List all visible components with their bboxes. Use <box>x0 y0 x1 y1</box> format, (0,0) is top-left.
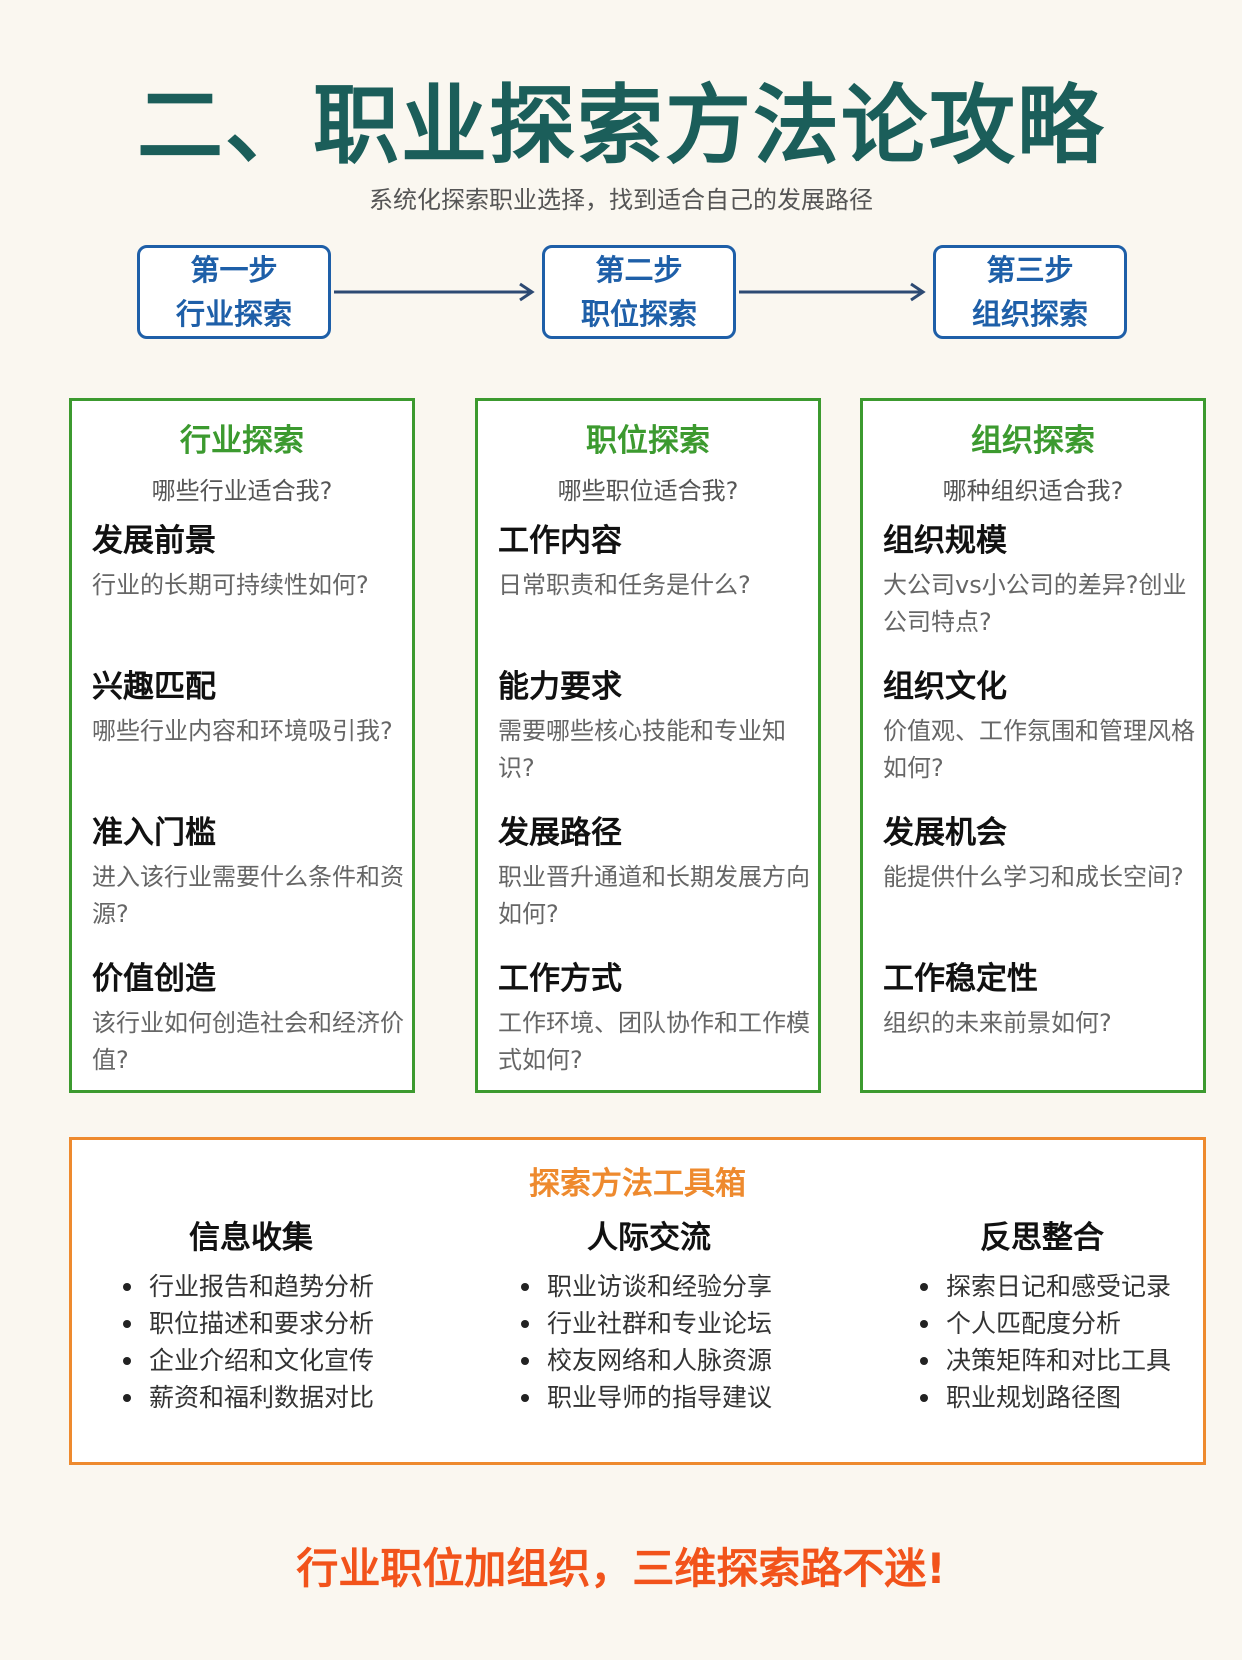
toolbox-title: 探索方法工具箱 <box>529 1166 746 1202</box>
list-item: 行业社群和专业论坛 <box>515 1305 875 1342</box>
column-question: 哪些行业适合我? <box>151 477 333 505</box>
column-item: 兴趣匹配 哪些行业内容和环境吸引我? <box>92 667 412 750</box>
item-heading: 准入门槛 <box>92 815 216 851</box>
toolbox-group-heading: 人际交流 <box>587 1220 711 1256</box>
toolbox-group-heading: 反思整合 <box>980 1220 1104 1256</box>
column-item: 价值创造 该行业如何创造社会和经济价值? <box>92 959 412 1079</box>
list-item: 个人匹配度分析 <box>914 1305 1242 1342</box>
column-item: 发展机会 能提供什么学习和成长空间? <box>883 813 1203 896</box>
column-item: 组织文化 价值观、工作氛围和管理风格如何? <box>883 667 1203 787</box>
step-name: 行业探索 <box>175 297 292 331</box>
item-desc: 大公司vs小公司的差异?创业公司特点? <box>883 571 1187 636</box>
item-desc: 需要哪些核心技能和专业知识? <box>498 717 786 782</box>
list-item: 行业报告和趋势分析 <box>117 1268 477 1305</box>
column-title: 职位探索 <box>586 423 710 459</box>
item-heading: 发展前景 <box>92 523 216 559</box>
item-desc: 能提供什么学习和成长空间? <box>883 863 1184 891</box>
list-item: 职业导师的指导建议 <box>515 1379 875 1416</box>
step-label: 第三步 <box>986 253 1074 287</box>
column-item: 工作方式 工作环境、团队协作和工作模式如何? <box>498 959 818 1079</box>
column-item: 发展前景 行业的长期可持续性如何? <box>92 521 412 604</box>
toolbox-group-info: 信息收集 行业报告和趋势分析 职位描述和要求分析 企业介绍和文化宣传 薪资和福利… <box>117 1218 477 1416</box>
arrow-right-icon <box>739 282 926 302</box>
toolbox-list: 行业报告和趋势分析 职位描述和要求分析 企业介绍和文化宣传 薪资和福利数据对比 <box>117 1268 477 1416</box>
step-box-3: 第三步 组织探索 <box>933 245 1127 339</box>
column-organization: 组织探索 哪种组织适合我? 组织规模 大公司vs小公司的差异?创业公司特点? 组… <box>860 398 1206 1093</box>
item-desc: 哪些行业内容和环境吸引我? <box>92 717 393 745</box>
step-name: 组织探索 <box>971 297 1088 331</box>
step-label: 第一步 <box>190 253 278 287</box>
list-item: 决策矩阵和对比工具 <box>914 1342 1242 1379</box>
item-desc: 日常职责和任务是什么? <box>498 571 751 599</box>
page-subtitle: 系统化探索职业选择，找到适合自己的发展路径 <box>369 186 873 214</box>
column-item: 准入门槛 进入该行业需要什么条件和资源? <box>92 813 412 933</box>
item-heading: 兴趣匹配 <box>92 669 216 705</box>
column-item: 工作稳定性 组织的未来前景如何? <box>883 959 1203 1042</box>
item-desc: 组织的未来前景如何? <box>883 1009 1112 1037</box>
column-question: 哪些职位适合我? <box>557 477 739 505</box>
item-desc: 进入该行业需要什么条件和资源? <box>92 863 404 928</box>
toolbox-list: 探索日记和感受记录 个人匹配度分析 决策矩阵和对比工具 职业规划路径图 <box>914 1268 1242 1416</box>
toolbox-list: 职业访谈和经验分享 行业社群和专业论坛 校友网络和人脉资源 职业导师的指导建议 <box>515 1268 875 1416</box>
column-item: 组织规模 大公司vs小公司的差异?创业公司特点? <box>883 521 1203 641</box>
column-industry: 行业探索 哪些行业适合我? 发展前景 行业的长期可持续性如何? 兴趣匹配 哪些行… <box>69 398 415 1093</box>
page-title: 二、职业探索方法论攻略 <box>137 76 1105 176</box>
toolbox-group-network: 人际交流 职业访谈和经验分享 行业社群和专业论坛 校友网络和人脉资源 职业导师的… <box>515 1218 875 1416</box>
item-heading: 工作方式 <box>498 961 622 997</box>
item-desc: 工作环境、团队协作和工作模式如何? <box>498 1009 810 1074</box>
item-heading: 组织文化 <box>883 669 1007 705</box>
column-item: 工作内容 日常职责和任务是什么? <box>498 521 818 604</box>
list-item: 薪资和福利数据对比 <box>117 1379 477 1416</box>
item-heading: 组织规模 <box>883 523 1007 559</box>
column-title: 行业探索 <box>180 423 304 459</box>
list-item: 企业介绍和文化宣传 <box>117 1342 477 1379</box>
toolbox-group-heading: 信息收集 <box>189 1220 313 1256</box>
list-item: 职业规划路径图 <box>914 1379 1242 1416</box>
item-heading: 发展机会 <box>883 815 1007 851</box>
column-question: 哪种组织适合我? <box>942 477 1124 505</box>
step-box-1: 第一步 行业探索 <box>137 245 331 339</box>
item-heading: 工作内容 <box>498 523 622 559</box>
footer-slogan: 行业职位加组织，三维探索路不迷! <box>296 1544 946 1593</box>
list-item: 校友网络和人脉资源 <box>515 1342 875 1379</box>
column-title: 组织探索 <box>971 423 1095 459</box>
toolbox-panel: 探索方法工具箱 信息收集 行业报告和趋势分析 职位描述和要求分析 企业介绍和文化… <box>69 1137 1206 1465</box>
item-heading: 价值创造 <box>92 961 216 997</box>
list-item: 职位描述和要求分析 <box>117 1305 477 1342</box>
step-label: 第二步 <box>595 253 683 287</box>
item-desc: 职业晋升通道和长期发展方向如何? <box>498 863 810 928</box>
toolbox-group-reflect: 反思整合 探索日记和感受记录 个人匹配度分析 决策矩阵和对比工具 职业规划路径图 <box>914 1218 1242 1416</box>
step-name: 职位探索 <box>580 297 697 331</box>
arrow-right-icon <box>334 282 535 302</box>
item-heading: 发展路径 <box>498 815 622 851</box>
list-item: 职业访谈和经验分享 <box>515 1268 875 1305</box>
item-heading: 能力要求 <box>498 669 622 705</box>
item-heading: 工作稳定性 <box>883 961 1038 997</box>
item-desc: 价值观、工作氛围和管理风格如何? <box>883 717 1195 782</box>
column-position: 职位探索 哪些职位适合我? 工作内容 日常职责和任务是什么? 能力要求 需要哪些… <box>475 398 821 1093</box>
column-item: 发展路径 职业晋升通道和长期发展方向如何? <box>498 813 818 933</box>
item-desc: 该行业如何创造社会和经济价值? <box>92 1009 404 1074</box>
list-item: 探索日记和感受记录 <box>914 1268 1242 1305</box>
step-box-2: 第二步 职位探索 <box>542 245 736 339</box>
item-desc: 行业的长期可持续性如何? <box>92 571 369 599</box>
column-item: 能力要求 需要哪些核心技能和专业知识? <box>498 667 818 787</box>
